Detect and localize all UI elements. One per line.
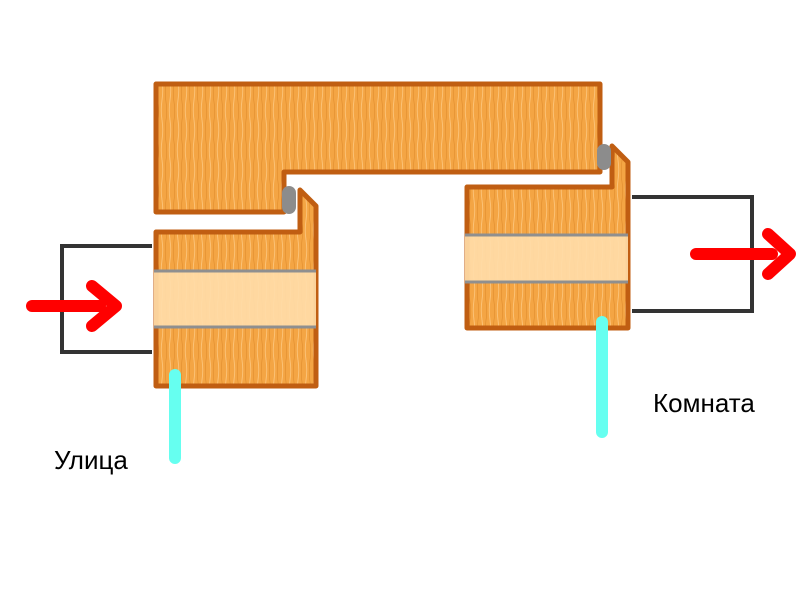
top-frame: [153, 81, 603, 215]
left-bracket: [60, 244, 152, 354]
arrow-head: [86, 280, 122, 332]
airflow-in-arrow-icon: [26, 280, 122, 332]
arrow-head: [762, 228, 796, 280]
outside-label: Улица: [54, 445, 128, 475]
right-seal: [597, 144, 611, 170]
left-glass-pane: [154, 271, 316, 327]
right-glass-pane: [465, 235, 628, 282]
airflow-out-arrow-icon: [690, 228, 796, 280]
room-label: Комната: [653, 388, 755, 418]
left-seal: [282, 186, 296, 214]
